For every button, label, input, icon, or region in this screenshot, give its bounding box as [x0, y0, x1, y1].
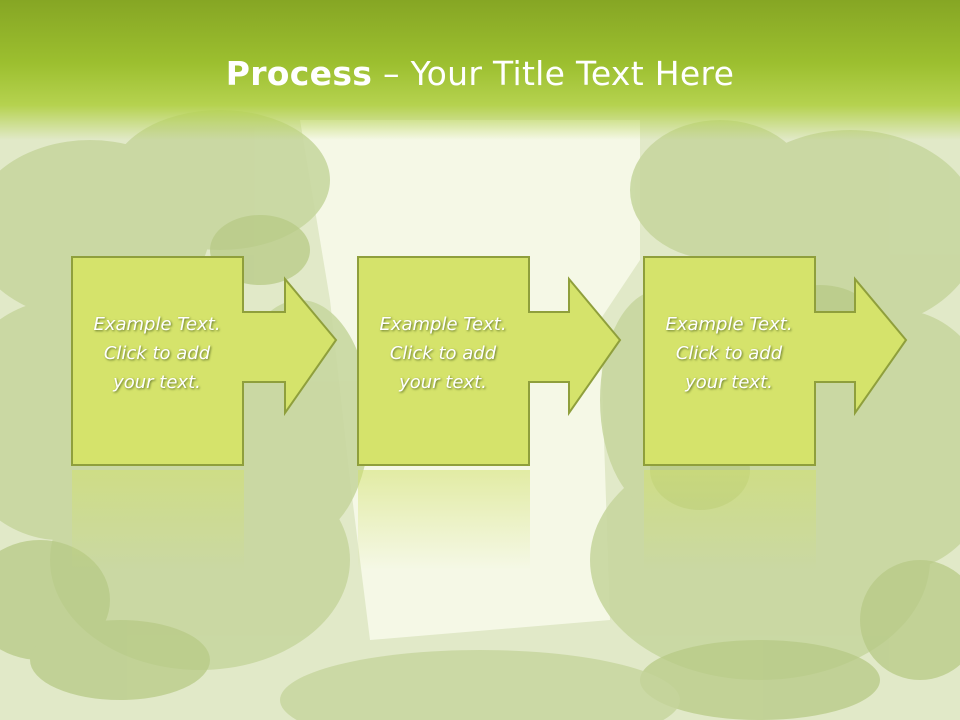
- title-bar: [0, 0, 960, 140]
- step-2-shape: [357, 256, 622, 466]
- title-bold: Process: [225, 54, 373, 93]
- process-step-3[interactable]: Example Text. Click to add your text.: [643, 256, 960, 468]
- step-3-text[interactable]: Example Text. Click to add your text.: [665, 314, 793, 393]
- step-1-reflection: [72, 470, 244, 570]
- title-rest: – Your Title Text Here: [372, 54, 735, 93]
- process-step-2[interactable]: Example Text. Click to add your text.: [357, 256, 695, 468]
- step-2-reflection: [358, 470, 530, 570]
- process-step-1[interactable]: Example Text. Click to add your text.: [71, 256, 409, 468]
- step-1-text[interactable]: Example Text. Click to add your text.: [93, 314, 221, 393]
- slide-title[interactable]: Process – Your Title Text Here: [0, 52, 960, 96]
- step-3-shape: [643, 256, 908, 466]
- step-3-reflection: [644, 470, 816, 570]
- step-2-text[interactable]: Example Text. Click to add your text.: [379, 314, 507, 393]
- step-1-shape: [71, 256, 338, 466]
